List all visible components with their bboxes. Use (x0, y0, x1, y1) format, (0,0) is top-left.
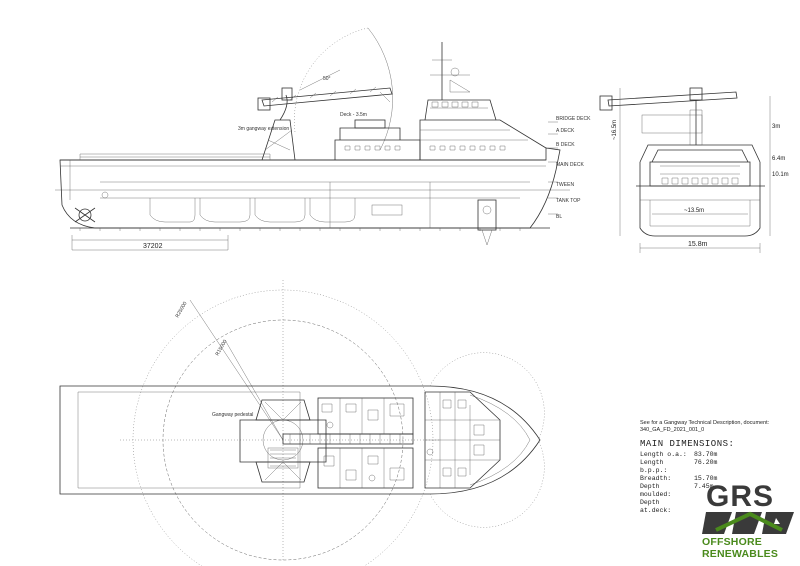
logo-line-renewables: RENEWABLES (702, 548, 779, 560)
reference-document: 340_GA_FD_2021_001_0 (640, 427, 705, 433)
front-section-view: ~16.5m 3m 6.4m 10.1m ~13.5m 15.8m (599, 87, 789, 253)
dimension-key: Length b.p.p.: (640, 459, 668, 474)
dimension-key: Depth moulded: (640, 483, 672, 498)
dimension-value: 15.70m (694, 475, 718, 482)
height-dimension: ~16.5m (612, 120, 618, 140)
sub-height-1: 3m (772, 124, 780, 130)
dimension-value: 83.70m (694, 451, 718, 458)
sub-height-3: 10.1m (772, 172, 789, 178)
sub-height-2: 6.4m (772, 156, 785, 162)
aft-length-dimension: 37202 (143, 243, 163, 250)
radius-2-label: R15000 (215, 339, 229, 357)
deck-level-label: Deck - 3.5m (340, 112, 367, 118)
dimension-row: Depth at.deck: (640, 499, 790, 515)
dimension-row: Breadth: 15.70m (640, 475, 790, 483)
logo-wordmark: GRS (706, 480, 775, 513)
plan-note-label: Gangway pedestal (212, 412, 253, 418)
main-dimensions-title: MAIN DIMENSIONS: (640, 439, 735, 449)
svg-text:BRIDGE DECK: BRIDGE DECK (556, 116, 591, 122)
main-dimensions-block: See for a Gangway Technical Description,… (640, 420, 790, 515)
gangway-extension-label: 3m gangway extension (238, 126, 289, 132)
svg-text:TWEEN: TWEEN (556, 182, 574, 188)
dimension-key: Length o.a.: (640, 451, 687, 458)
svg-text:BL: BL (556, 214, 562, 220)
logo-stripes-icon (702, 511, 794, 534)
angle-label: 50° (323, 76, 331, 82)
svg-text:A DECK: A DECK (556, 128, 575, 134)
svg-text:B DECK: B DECK (556, 142, 575, 148)
dimension-row: Length o.a.: 83.70m (640, 451, 790, 459)
plan-view: R25000 R15000 Gangway pedestal (59, 280, 545, 566)
radius-1-label: R25000 (175, 301, 189, 319)
breadth-dimension: 15.8m (688, 241, 708, 248)
svg-text:TANK TOP: TANK TOP (556, 198, 581, 204)
inner-width-dimension: ~13.5m (684, 208, 704, 214)
dimension-row: Depth moulded: 7.45m (640, 483, 790, 499)
dimension-key: Depth at.deck: (640, 499, 672, 514)
dimension-value: 76.20m (694, 459, 718, 466)
dimension-key: Breadth: (640, 475, 672, 482)
svg-text:MAIN DECK: MAIN DECK (556, 162, 584, 168)
dimension-row: Length b.p.p.: 76.20m (640, 459, 790, 475)
reference-note: See for a Gangway Technical Description,… (640, 420, 770, 426)
grs-logo: GRS OFFSHORE RENEWABLES (700, 482, 798, 562)
dimension-value: 7.45m (694, 483, 714, 490)
side-profile-view: 50° (55, 27, 591, 251)
logo-line-offshore: OFFSHORE (702, 536, 762, 548)
